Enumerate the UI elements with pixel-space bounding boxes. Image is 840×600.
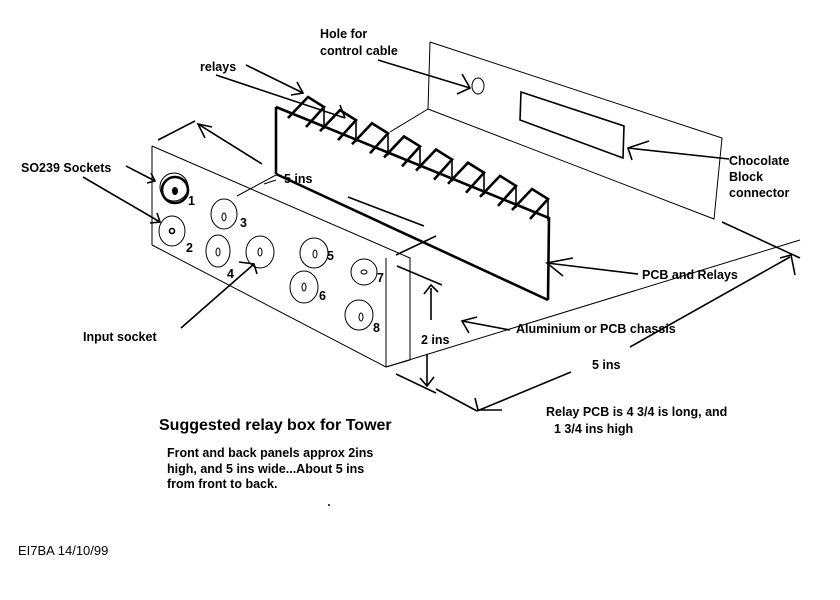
relay-pcb-note-line1: Relay PCB is 4 3/4 is long, and [546,405,727,419]
relay [383,134,423,168]
signature-date: EI7BA 14/10/99 [18,543,108,558]
socket-label: 1 [188,194,195,208]
pcb-relays-label: PCB and Relays [642,268,738,282]
control-cable-hole [471,77,485,95]
socket-8: 8 [344,299,380,335]
depth-dimension-label: 5 ins [284,172,313,186]
socket-label: 6 [319,289,326,303]
relays [287,95,551,221]
width-dimension-label: 5 ins [592,358,621,372]
socket-6: 6 [289,270,326,304]
socket-label: 7 [377,271,384,285]
hole-label-line1: Hole for [320,27,367,41]
socket-label: 8 [373,321,380,335]
pcb-board [274,105,551,302]
socket-label: 4 [227,267,234,281]
socket-1: 1 [159,172,195,208]
chassis-label: Aluminium or PCB chassis [516,322,676,336]
socket-4-input: 4 [205,234,275,281]
back-panel [427,41,723,220]
input-socket-label: Input socket [83,330,157,344]
relay [447,161,487,194]
description-line1: Front and back panels approx 2ins [167,446,373,460]
socket-3: 3 [210,198,247,230]
stray-dot [328,504,330,506]
relay [415,147,455,181]
leader-lines [82,59,801,412]
so239-label: SO239 Sockets [21,161,111,175]
socket-label: 3 [240,216,247,230]
socket-label: 5 [327,249,334,263]
chocolate-label-line1: Chocolate [729,154,789,168]
chocolate-label-line2: Block [729,170,763,184]
height-dimension-label: 2 ins [421,333,450,347]
relay [511,187,551,220]
front-panel [151,145,411,368]
relay [351,121,391,155]
relays-label: relays [200,60,236,74]
sockets: 1 2 3 4 5 6 [158,172,384,335]
socket-7: 7 [350,258,384,286]
socket-label: 2 [186,241,193,255]
chocolate-label-line3: connector [729,186,790,200]
description-line3: from front to back. [167,477,277,491]
socket-5: 5 [299,237,334,269]
diagram-title: Suggested relay box for Tower [159,417,392,434]
hole-label-line2: control cable [320,44,398,58]
description-line2: high, and 5 ins wide...About 5 ins [167,462,364,476]
relay [319,108,359,142]
chocolate-block-connector [519,90,625,160]
socket-2: 2 [158,215,193,255]
chassis-base [236,108,801,368]
relay-pcb-note-line2: 1 3/4 ins high [554,422,633,436]
relay [287,95,327,128]
relay [479,174,519,207]
labels: Hole for control cable relays SO239 Sock… [18,27,790,558]
